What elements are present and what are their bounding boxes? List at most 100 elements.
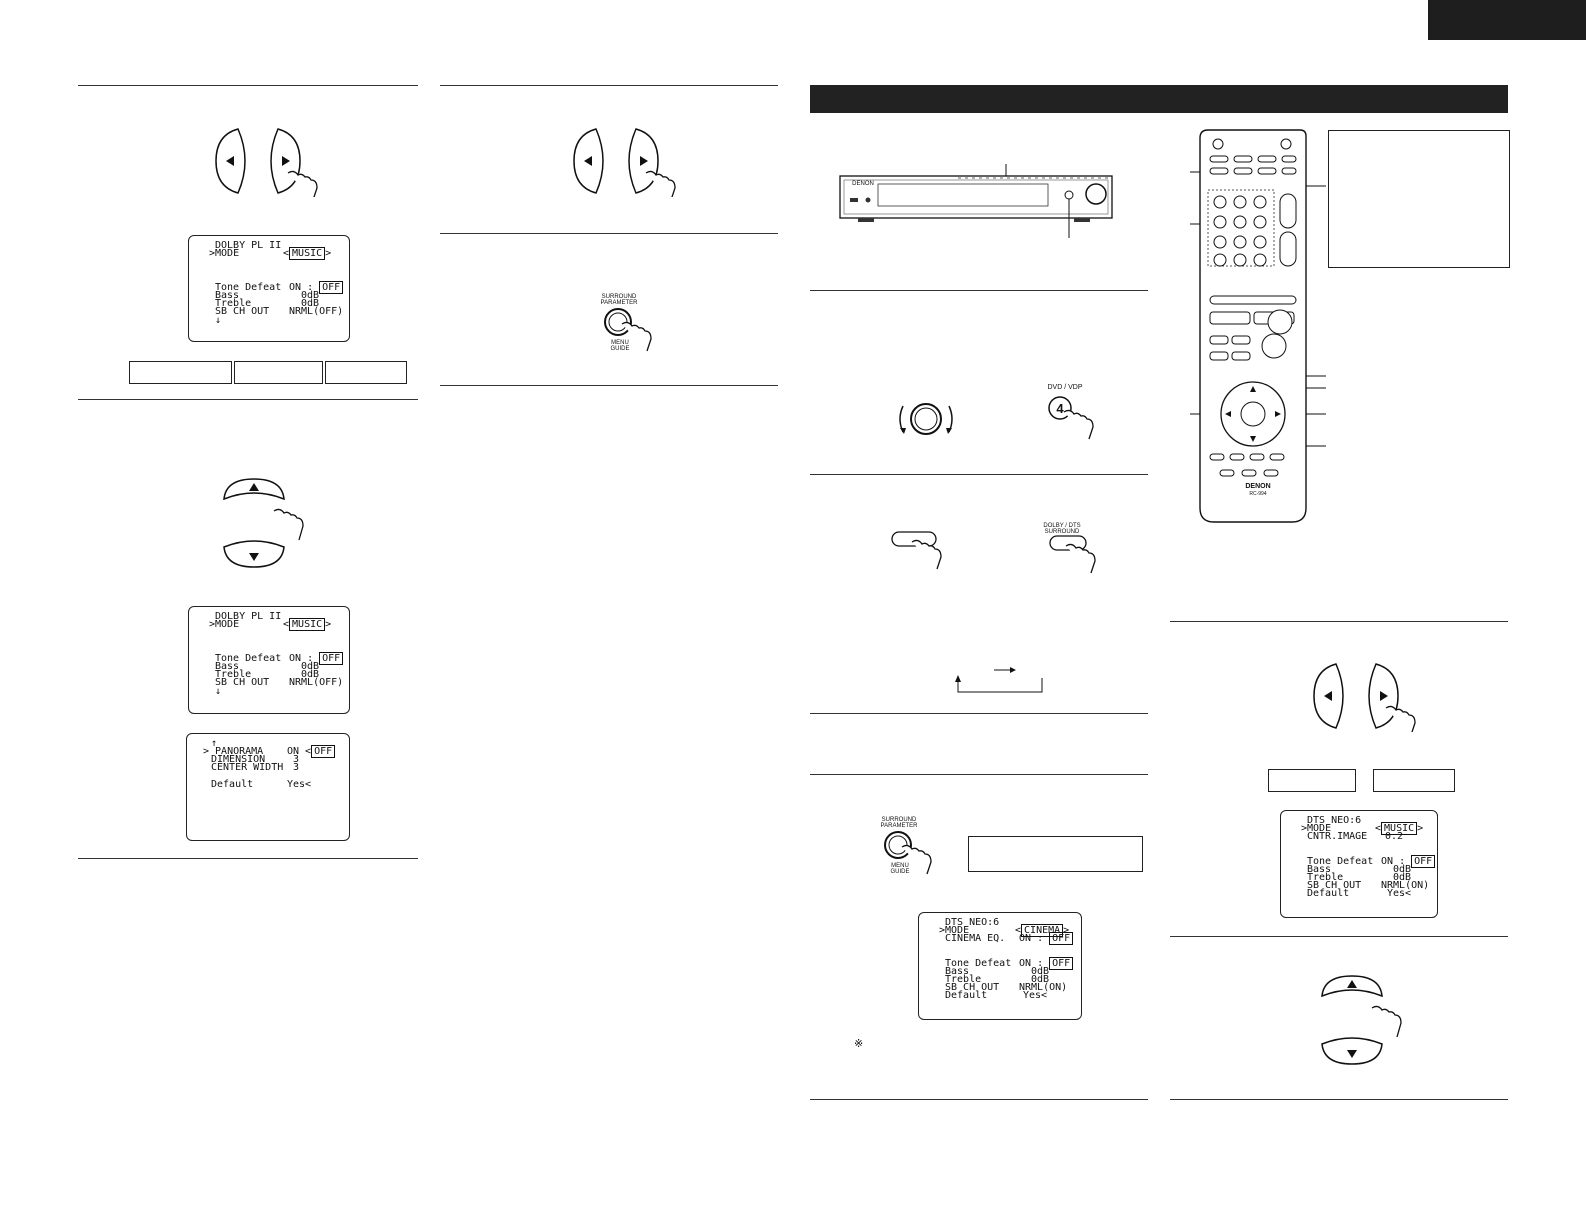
osd-mode-label: >MODE xyxy=(209,619,240,630)
osd-dolby-pl2-screen: DOLBY PL II >MODE <MUSIC> Tone Defeat ON… xyxy=(188,606,350,714)
remote-control-icon xyxy=(1190,129,1326,523)
osd-bass-label: Bass xyxy=(215,290,240,301)
surround-parameter-label: SURROUND PARAMETER xyxy=(880,817,918,829)
osd-treble-value: 0dB xyxy=(301,298,320,309)
osd-sb-label: SB CH OUT xyxy=(1307,880,1362,891)
osd-cntr-image-label: CNTR.IMAGE xyxy=(1307,831,1368,842)
mode-box xyxy=(1373,769,1455,792)
osd-more-arrow: ↓ xyxy=(215,315,222,326)
dvd-button-illustration xyxy=(1048,396,1094,440)
pointing-hand-icon xyxy=(1385,705,1416,732)
remote-brand: DENON xyxy=(1245,483,1271,490)
osd-mode-label: >MODE xyxy=(209,248,240,259)
osd-bass-value: 0dB xyxy=(301,661,320,672)
surround-parameter-label: SURROUND PARAMETER xyxy=(600,294,638,306)
osd-treble-label: Treble xyxy=(945,974,982,985)
up-down-buttons-illustration xyxy=(223,478,304,568)
right-arrow-button-icon xyxy=(270,128,301,194)
up-arrow-button-icon xyxy=(223,478,285,501)
osd-sb-label: SB CH OUT xyxy=(215,306,270,317)
dvd-vdp-label: DVD / VDP xyxy=(1047,384,1083,391)
osd-bass-label: Bass xyxy=(945,966,970,977)
mode-box xyxy=(1268,769,1356,792)
left-right-buttons-illustration xyxy=(573,128,676,197)
osd-mode-value: <CINEMA> xyxy=(1015,924,1070,937)
pointing-hand-icon xyxy=(1063,409,1094,440)
osd-mode-value: <MUSIC> xyxy=(283,247,332,260)
osd-default-label: Default xyxy=(211,779,254,790)
osd-tone-defeat-label: Tone Defeat xyxy=(215,653,282,664)
pointing-hand-icon xyxy=(1371,1005,1402,1038)
osd-sb-value: NRML(ON) xyxy=(1019,982,1068,993)
osd-tone-defeat-label: Tone Defeat xyxy=(1307,856,1374,867)
osd-cinema-eq-value: ON : OFF xyxy=(1019,932,1074,945)
osd-panorama-value: ON <OFF xyxy=(287,745,336,758)
osd-tone-defeat-value: ON : OFF xyxy=(1381,855,1436,868)
pointing-hand-icon xyxy=(273,508,304,541)
osd-bass-label: Bass xyxy=(215,661,240,672)
remote-model: RC-994 xyxy=(1249,491,1267,497)
pointing-hand-icon xyxy=(621,321,652,352)
osd-default-value: Yes< xyxy=(1387,888,1412,899)
mode-box xyxy=(234,361,323,384)
osd-bass-value: 0dB xyxy=(1393,864,1412,875)
rule xyxy=(440,85,778,86)
mode-box xyxy=(129,361,232,384)
osd-tone-defeat-label: Tone Defeat xyxy=(215,282,282,293)
osd-panorama-screen: ↑ > PANORAMA ON <OFF DIMENSION 3 CENTER … xyxy=(186,733,350,841)
rule xyxy=(1170,1099,1508,1100)
osd-dimension-label: DIMENSION xyxy=(211,754,266,765)
osd-title: DTS NEO:6 xyxy=(945,917,1000,928)
rotary-knob-icon xyxy=(899,403,953,435)
osd-treble-label: Treble xyxy=(215,298,252,309)
rule xyxy=(1170,621,1508,622)
mode-button-illustration xyxy=(891,531,942,570)
osd-treble-label: Treble xyxy=(1307,872,1344,883)
rule xyxy=(1170,936,1508,937)
rule xyxy=(810,290,1148,291)
left-arrow-button-icon xyxy=(1313,663,1344,729)
osd-title: DTS NEO:6 xyxy=(1307,815,1362,826)
osd-bass-value: 0dB xyxy=(1031,966,1050,977)
up-arrow-button-icon xyxy=(1321,975,1383,998)
osd-title: DOLBY PL II xyxy=(215,611,282,622)
osd-mode-value: <MUSIC> xyxy=(283,618,332,631)
note-mark: ※ xyxy=(854,1038,864,1050)
left-right-buttons-illustration xyxy=(215,128,318,197)
pointing-hand-icon xyxy=(645,170,676,197)
osd-more-arrow: ↓ xyxy=(215,686,222,697)
dolby-dts-surround-button-illustration xyxy=(1049,535,1096,574)
osd-treble-value: 0dB xyxy=(1031,974,1050,985)
pointing-hand-icon xyxy=(1065,543,1096,574)
up-down-buttons-illustration xyxy=(1321,975,1402,1065)
osd-tone-defeat-label: Tone Defeat xyxy=(945,958,1012,969)
rule xyxy=(440,233,778,234)
osd-tone-defeat-value: ON : OFF xyxy=(289,652,344,665)
remote-number-keys xyxy=(1213,195,1267,267)
rule xyxy=(78,858,418,859)
section-header-bar xyxy=(810,85,1508,113)
osd-center-width-label: CENTER WIDTH xyxy=(211,762,284,773)
surround-parameter-button-illustration xyxy=(604,308,652,352)
osd-up-arrow: ↑ xyxy=(211,738,218,749)
osd-sb-value: NRML(OFF) xyxy=(289,677,344,688)
display-box xyxy=(968,836,1143,872)
osd-default-value: Yes< xyxy=(1023,990,1048,1001)
osd-mode-label: >MODE xyxy=(1301,823,1332,834)
osd-sb-label: SB CH OUT xyxy=(215,677,270,688)
rule xyxy=(810,474,1148,475)
dvd-button-number: 4 xyxy=(1056,401,1064,416)
callout-box xyxy=(1328,130,1510,268)
rule xyxy=(78,85,418,86)
rule xyxy=(810,774,1148,775)
osd-treble-label: Treble xyxy=(215,669,252,680)
osd-panorama-label: > PANORAMA xyxy=(203,746,264,757)
left-arrow-button-icon xyxy=(573,128,604,194)
osd-dts-neo6-music-screen: DTS NEO:6 >MODE <MUSIC> CNTR.IMAGE 0.2 T… xyxy=(1280,810,1438,918)
osd-default-value: Yes< xyxy=(287,779,312,790)
mode-box xyxy=(325,361,407,384)
right-arrow-button-icon xyxy=(628,128,659,194)
pointing-hand-icon xyxy=(287,170,318,197)
pointing-hand-icon xyxy=(901,844,932,875)
osd-mode-label: >MODE xyxy=(939,925,970,936)
